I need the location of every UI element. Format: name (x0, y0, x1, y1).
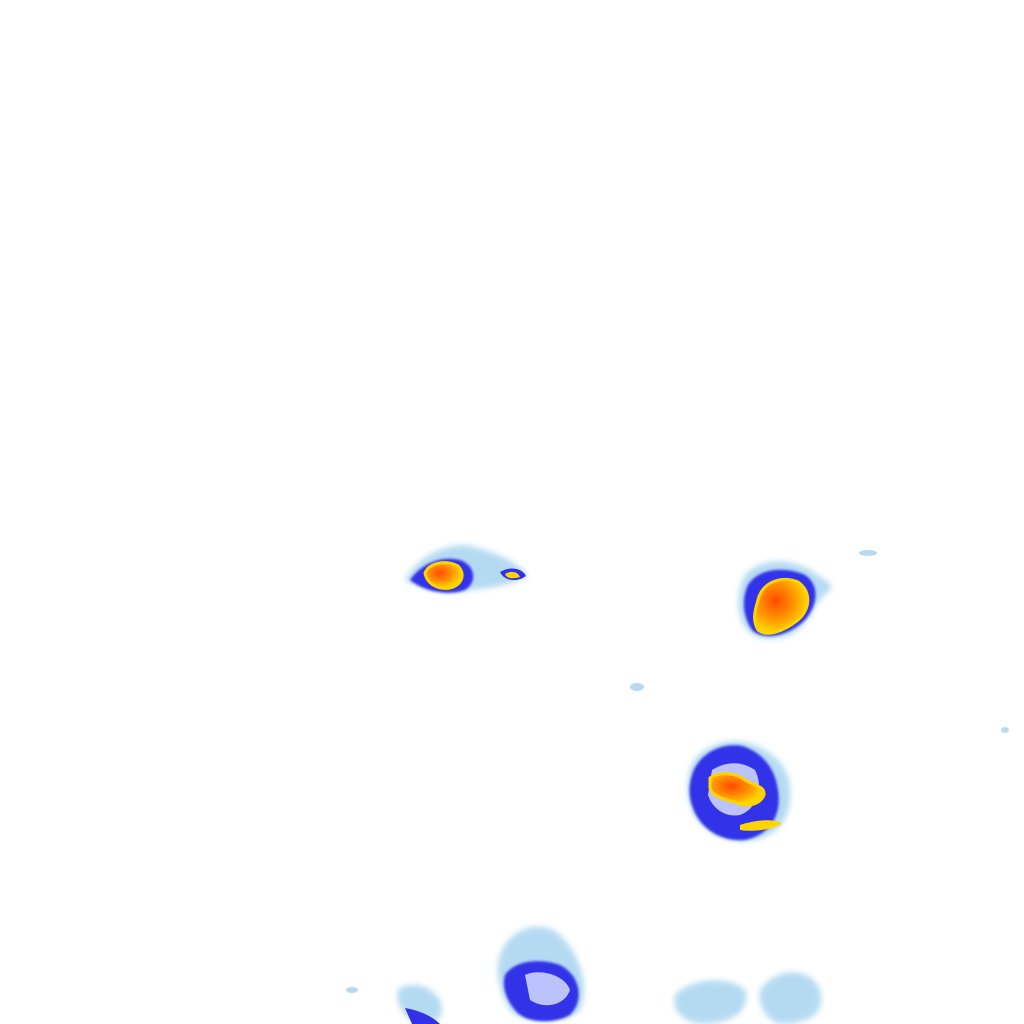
storm-cell (687, 741, 791, 841)
storm-cell (738, 561, 832, 639)
storm-cell (405, 545, 528, 593)
light-echoes (346, 550, 1009, 1024)
